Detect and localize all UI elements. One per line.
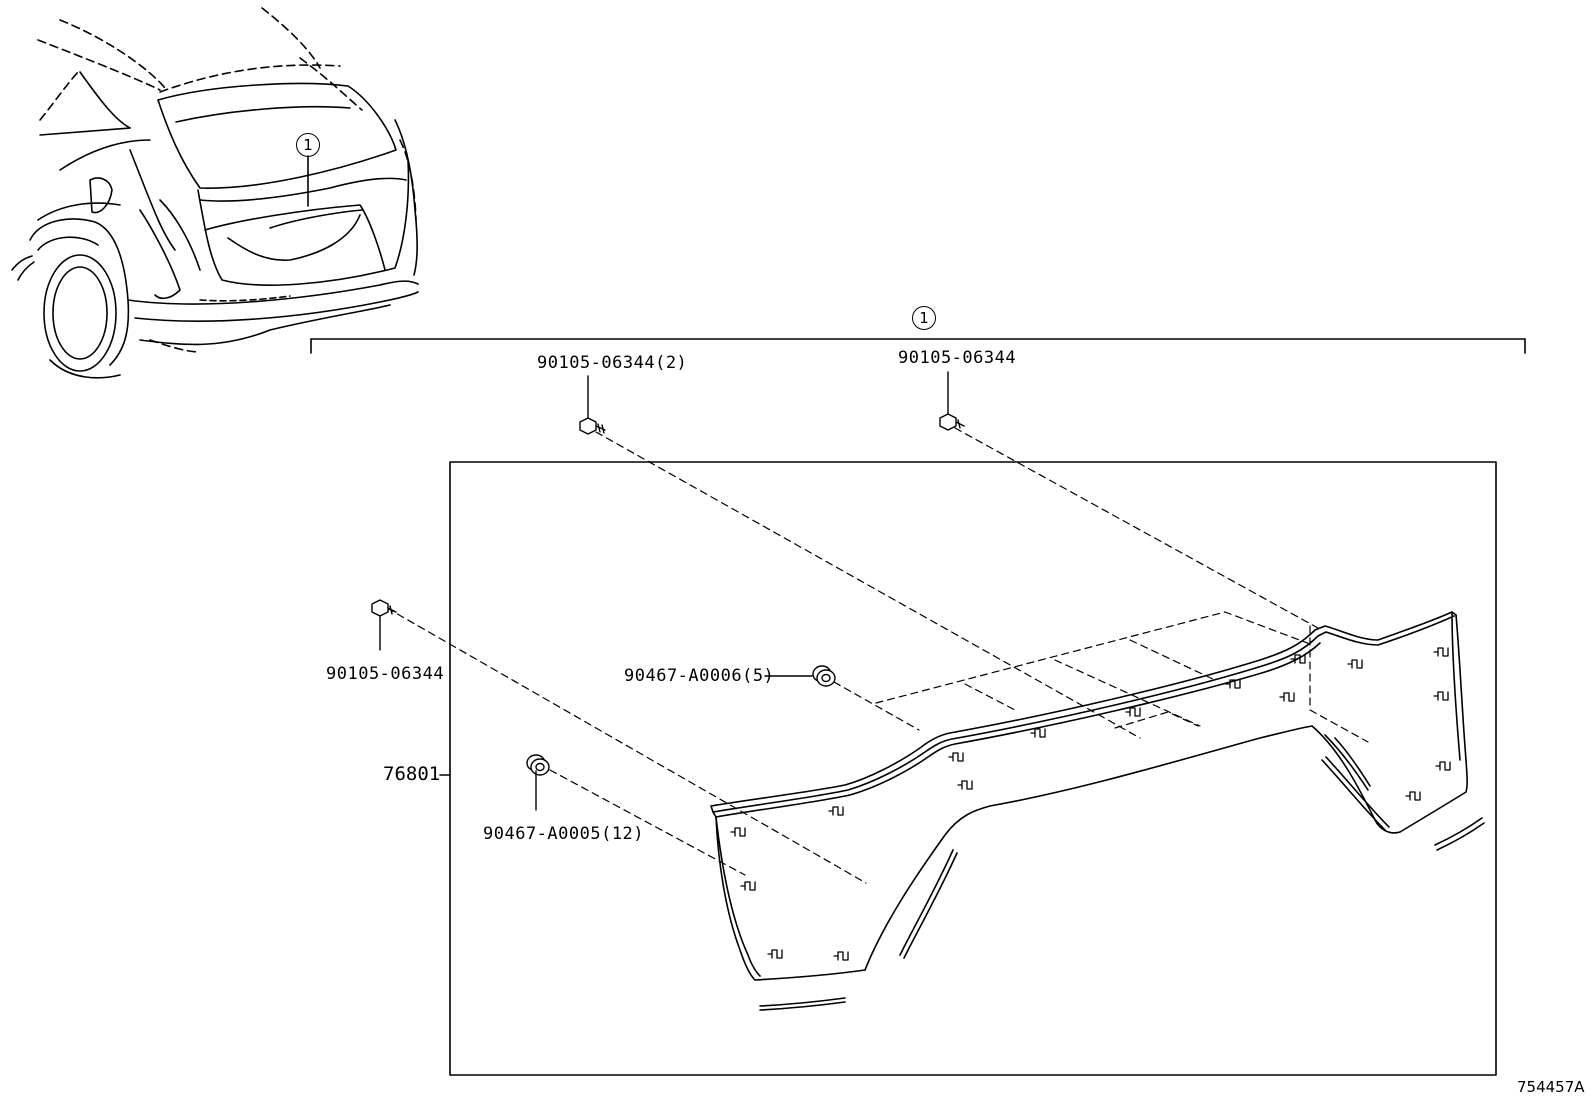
callout-1-vehicle: 1 xyxy=(296,133,320,157)
figure-id: 754457A xyxy=(1517,1078,1585,1096)
bolt-90105-06344-left xyxy=(371,599,397,651)
part-label-bolt-left: 90105-06344 xyxy=(326,664,445,684)
callout-1-assembly: 1 xyxy=(912,306,936,330)
callout-number: 1 xyxy=(303,136,313,154)
assembly-guide-lines xyxy=(386,427,1369,884)
part-label-bolt-top-right: 90105-06344 xyxy=(898,348,1017,368)
assembly-bracket xyxy=(310,338,1526,354)
bolt-90105-06344-top-left xyxy=(579,375,606,435)
vehicle-rear-illustration xyxy=(11,7,419,379)
part-label-clip-a0006: 90467-A0006(5) xyxy=(624,666,775,686)
back-door-garnish-76801 xyxy=(710,611,1485,1011)
bolt-90105-06344-top-right xyxy=(939,371,965,431)
part-label-garnish: 76801 xyxy=(383,763,441,785)
clip-90467-A0006 xyxy=(764,665,836,687)
clip-90467-A0005 xyxy=(526,754,550,811)
parts-frame xyxy=(449,461,1497,1076)
clip-markers xyxy=(730,647,1451,961)
part-label-bolt-top-left: 90105-06344(2) xyxy=(537,353,688,373)
part-label-clip-a0005: 90467-A0005(12) xyxy=(483,824,645,844)
callout-number: 1 xyxy=(919,309,929,327)
